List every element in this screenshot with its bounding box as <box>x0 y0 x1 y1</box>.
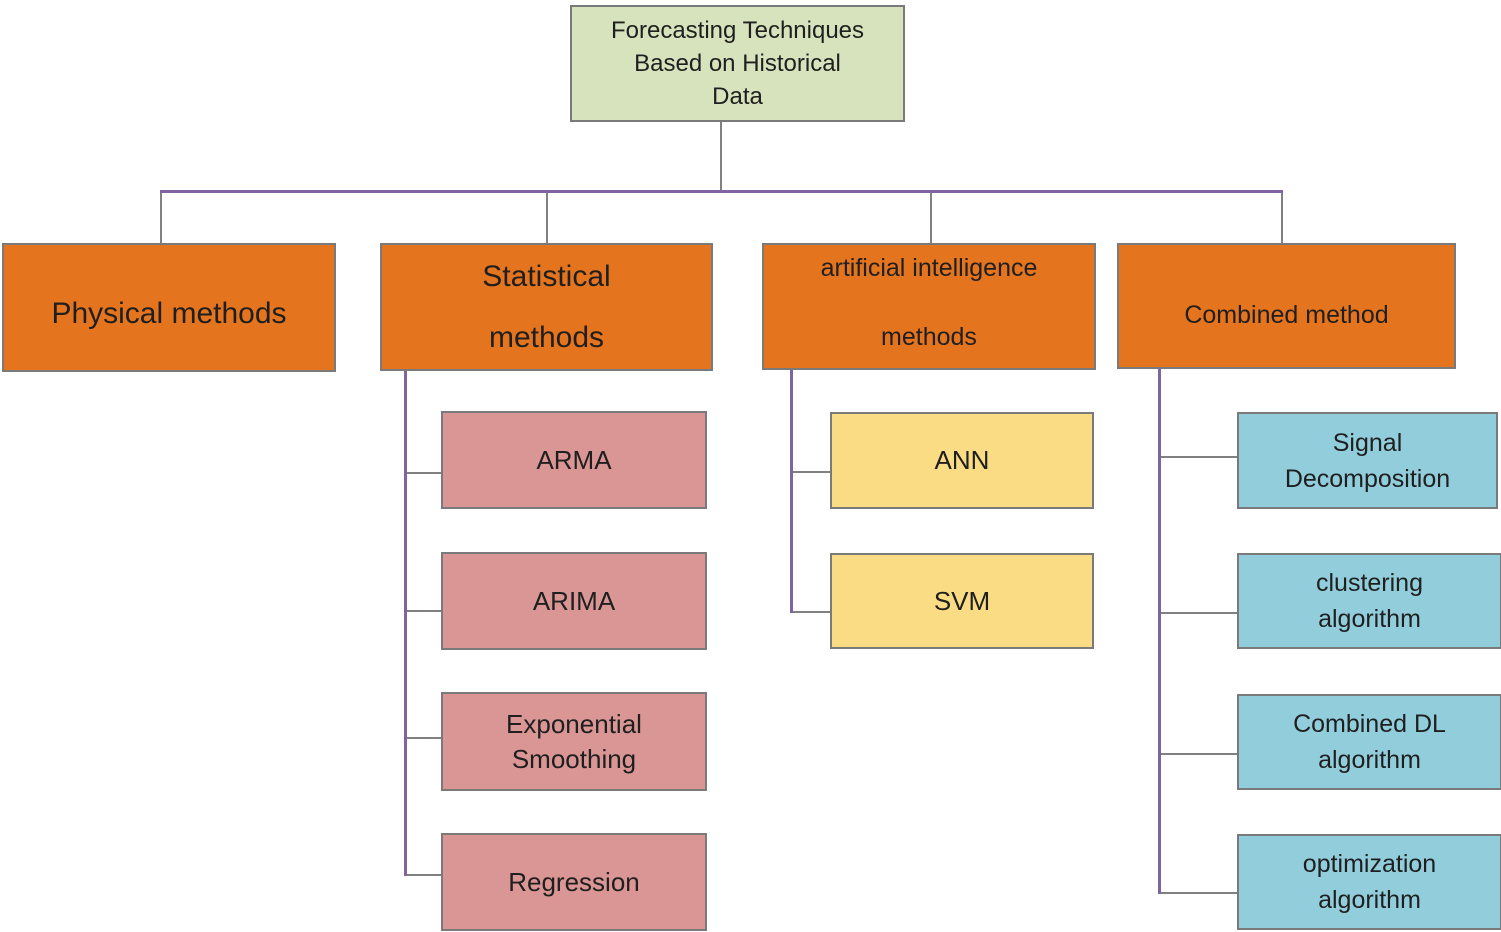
optimization-algorithm-label-line: optimization <box>1302 850 1437 878</box>
node-ann: ANN <box>830 412 1094 509</box>
ai-spine-line <box>790 370 793 613</box>
node-regression: Regression <box>441 833 707 931</box>
root-drop-connector <box>720 122 722 191</box>
statistical-drop-connector <box>546 193 548 243</box>
root-label-line: Data <box>712 83 763 110</box>
ann-label: ANN <box>934 445 990 475</box>
signal-decomposition-label-line: Decomposition <box>1284 464 1451 493</box>
exponential-smoothing-label-line: Smoothing <box>511 743 637 774</box>
clustering-algorithm-label-line: clustering <box>1316 569 1423 597</box>
combined-drop-connector <box>1281 193 1283 243</box>
regression-label: Regression <box>508 866 640 897</box>
node-physical-methods: Physical methods <box>2 243 336 372</box>
node-svm: SVM <box>830 553 1094 649</box>
combined-spine-line <box>1158 369 1161 894</box>
optimization-algorithm-label-line: algorithm <box>1318 886 1421 914</box>
arima-label: ARIMA <box>532 585 616 616</box>
node-exponential-smoothing: Exponential Smoothing <box>441 692 707 791</box>
statistical-spine-line <box>404 370 407 876</box>
node-signal-decomposition: Signal Decomposition <box>1237 412 1498 509</box>
arima-connector <box>407 610 443 612</box>
combined-dl-algorithm-label-line: Combined DL <box>1293 710 1446 738</box>
root-label-line: Forecasting Techniques <box>610 17 865 44</box>
svm-label: SVM <box>933 585 991 616</box>
physical-drop-connector <box>160 193 162 243</box>
clustering-algorithm-connector <box>1161 612 1239 614</box>
optimization-algorithm-connector <box>1161 892 1239 894</box>
signal-decomposition-label-line: Signal <box>1332 428 1403 457</box>
combined-dl-algorithm-label-line: algorithm <box>1318 746 1421 774</box>
node-arima: ARIMA <box>441 552 707 650</box>
ai-drop-connector <box>930 193 932 243</box>
ann-connector <box>793 471 832 473</box>
node-combined-dl-algorithm: Combined DL algorithm <box>1237 694 1501 790</box>
statistical-methods-label-line: Statistical <box>482 259 611 293</box>
branch-bus-line <box>160 190 1283 193</box>
node-artificial-intelligence-methods: artificial intelligence methods <box>762 243 1096 370</box>
clustering-algorithm-label-line: algorithm <box>1318 605 1421 633</box>
node-clustering-algorithm: clustering algorithm <box>1237 553 1501 649</box>
svm-connector <box>793 611 832 613</box>
node-arma: ARMA <box>441 411 707 509</box>
regression-connector <box>407 874 443 876</box>
node-statistical-methods: Statistical methods <box>380 243 713 371</box>
statistical-methods-label-line: methods <box>488 320 605 354</box>
node-optimization-algorithm: optimization algorithm <box>1237 834 1501 930</box>
combined-dl-algorithm-connector <box>1161 753 1239 755</box>
exponential-smoothing-connector <box>407 737 443 739</box>
signal-decomposition-connector <box>1161 456 1239 458</box>
ai-methods-label-line: methods <box>881 323 977 351</box>
arma-connector <box>407 472 443 474</box>
combined-method-label: Combined method <box>1184 301 1389 329</box>
node-root: Forecasting Techniques Based on Historic… <box>570 5 905 122</box>
root-label-line: Based on Historical <box>634 50 841 77</box>
ai-methods-label-line: artificial intelligence <box>820 254 1038 282</box>
node-combined-method: Combined method <box>1117 243 1456 369</box>
physical-methods-label: Physical methods <box>51 296 287 330</box>
arma-label: ARMA <box>536 444 612 475</box>
exponential-smoothing-label-line: Exponential <box>506 708 642 739</box>
